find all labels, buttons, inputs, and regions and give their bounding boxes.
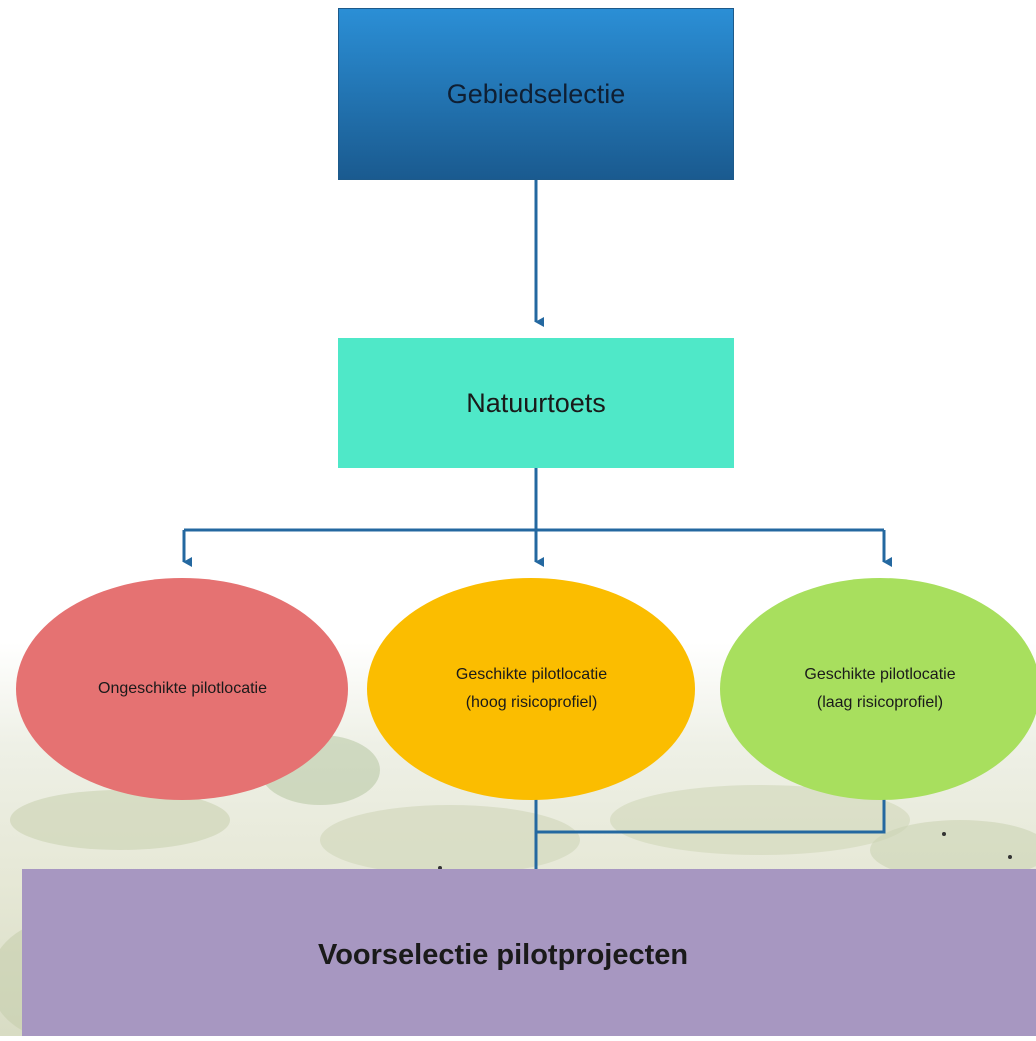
node-suitable-high-shape — [367, 578, 695, 800]
node-start-label: Gebiedselectie — [446, 78, 626, 109]
node-suitable-low-line1: Geschikte pilotlocatie — [804, 666, 956, 683]
node-result-label: Voorselectie pilotprojecten — [318, 938, 689, 971]
node-result-shape — [22, 869, 1036, 1036]
edge-suitable-low-result — [536, 796, 886, 834]
node-suitable-high: Geschikte pilotlocatie (hoog risicoprofi… — [367, 578, 696, 800]
node-unsuitable-shape — [16, 578, 348, 800]
node-unsuitable-label: Ongeschikte pilotlocatie — [98, 680, 267, 697]
node-suitable-low: Geschikte pilotlocatie (laag risicoprofi… — [720, 578, 1036, 800]
node-check-label: Natuurtoets — [466, 387, 606, 418]
node-unsuitable: Ongeschikte pilotlocatie — [16, 578, 349, 800]
node-check: Natuurtoets — [338, 338, 734, 468]
node-suitable-low-shape — [720, 578, 1036, 800]
node-start: Gebiedselectie — [338, 8, 734, 180]
node-suitable-high-line1: Geschikte pilotlocatie — [455, 666, 608, 683]
node-check-shape — [338, 338, 734, 468]
node-result: Voorselectie pilotprojecten — [22, 869, 1036, 1041]
node-suitable-low-line2: (laag risicoprofiel) — [816, 694, 944, 711]
node-start-shape — [338, 8, 734, 180]
node-suitable-high-line2: (hoog risicoprofiel) — [465, 694, 598, 711]
